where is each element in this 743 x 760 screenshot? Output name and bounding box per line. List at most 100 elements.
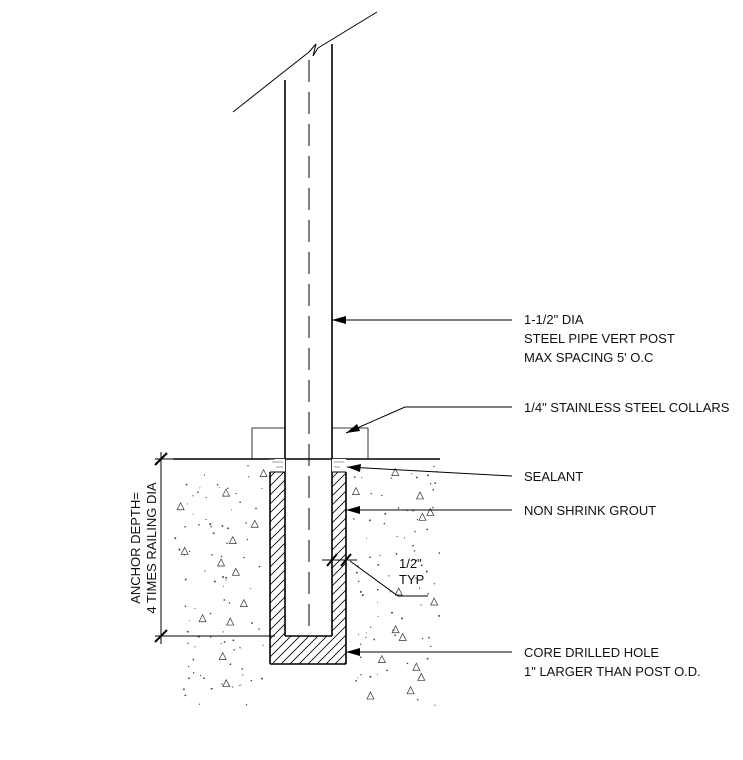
post-label-line3: MAX SPACING 5' O.C <box>524 350 653 365</box>
stipple-dot <box>184 525 186 528</box>
stipple-dot <box>192 672 195 674</box>
stipple-dot <box>178 548 181 551</box>
stipple-dot <box>353 476 356 478</box>
stipple-dot <box>198 703 201 705</box>
stipple-dot <box>361 476 363 478</box>
stipple-dot <box>184 694 187 697</box>
stipple-dot <box>376 588 379 591</box>
filled-arrow-icon <box>347 464 361 472</box>
stipple-dot <box>182 688 185 691</box>
stipple-dot <box>239 647 241 649</box>
stipple-dot <box>394 634 396 637</box>
stipple-dot <box>216 483 219 486</box>
stipple-dot <box>186 630 189 633</box>
aggregate-mark <box>426 507 435 516</box>
stipple-dot <box>357 580 360 583</box>
aggregate-mark <box>391 467 400 476</box>
stipple-dot <box>365 636 367 639</box>
break-line-icon <box>308 43 319 57</box>
aggregate-mark <box>377 654 386 663</box>
stipple-dot <box>242 674 244 676</box>
stipple-dot <box>261 487 263 489</box>
stipple-dot <box>438 614 441 617</box>
stipple-dot <box>231 509 233 511</box>
stipple-dot <box>203 677 205 679</box>
aggregate-mark <box>218 651 227 660</box>
aggregate-mark <box>217 558 226 567</box>
stipple-dot <box>359 590 362 593</box>
stipple-dot <box>381 494 383 497</box>
collars-label: 1/4" STAINLESS STEEL COLLARS <box>524 400 730 415</box>
stipple-dot <box>194 607 196 609</box>
stipple-dot <box>355 571 358 574</box>
aggregate-mark <box>250 519 259 528</box>
stipple-dot <box>377 615 379 617</box>
stainless-collars <box>251 427 369 459</box>
stipple-dot <box>383 522 386 525</box>
aggregate-mark <box>412 662 421 671</box>
stipple-dot <box>433 583 436 585</box>
stipple-dot <box>425 570 428 573</box>
stipple-dot <box>373 638 376 641</box>
stipple-dot <box>412 544 414 547</box>
stipple-dot <box>186 503 188 505</box>
grout-label: NON SHRINK GROUT <box>524 503 656 518</box>
aggregate-mark <box>222 678 231 688</box>
stipple-dot <box>370 626 372 628</box>
aggregate-mark <box>226 617 235 626</box>
stipple-dot <box>369 675 372 678</box>
stipple-dot <box>438 552 441 554</box>
stipple-dot <box>353 518 355 520</box>
grout-fill <box>270 472 346 664</box>
stipple-dot <box>184 578 187 581</box>
stipple-dot <box>400 617 403 620</box>
stipple-dot <box>245 522 247 524</box>
stipple-dot <box>187 665 190 668</box>
stipple-dot <box>246 538 249 541</box>
aggregate-mark <box>430 597 439 606</box>
stipple-dot <box>386 669 388 672</box>
core-drilled-hole <box>269 472 347 665</box>
stipple-dot <box>361 594 364 597</box>
stipple-dot <box>379 554 381 557</box>
stipple-dot <box>376 674 379 676</box>
hole-leader <box>346 648 512 656</box>
post-label-line2: STEEL PIPE VERT POST <box>524 331 675 346</box>
sealant-leader <box>346 464 513 477</box>
stipple-dot <box>418 587 421 589</box>
stipple-dot <box>174 537 177 540</box>
steel-pipe-post <box>284 44 333 637</box>
stipple-dot <box>194 646 196 648</box>
stipple-dot <box>238 684 240 686</box>
stipple-dot <box>226 542 228 544</box>
grout-leader <box>346 506 512 514</box>
stipple-dot <box>258 628 260 630</box>
stipple-dot <box>233 649 235 651</box>
filled-arrow-icon <box>346 424 360 433</box>
stipple-dot <box>377 602 379 604</box>
stipple-dot <box>231 686 234 688</box>
stipple-dot <box>197 491 199 493</box>
sealant-band <box>270 459 346 473</box>
stipple-dot <box>377 563 380 566</box>
stipple-dot <box>428 636 430 639</box>
stipple-dot <box>366 537 368 539</box>
stipple-dot <box>239 501 241 504</box>
stipple-dot <box>225 579 227 581</box>
stipple-dot <box>255 507 257 510</box>
aggregate-mark <box>221 488 231 497</box>
stipple-dot <box>416 518 419 521</box>
stipple-dot <box>421 638 424 640</box>
stipple-dot <box>262 644 264 646</box>
rail-break-line <box>232 11 378 113</box>
stipple-dot <box>221 683 223 685</box>
stipple-dot <box>415 577 417 579</box>
stipple-dot <box>415 559 418 562</box>
stipple-dot <box>213 580 216 583</box>
stipple-dot <box>397 507 400 509</box>
stipple-dot <box>433 465 435 468</box>
stipple-dot <box>250 588 252 590</box>
stipple-dot <box>222 631 224 633</box>
stipple-dot <box>250 679 253 682</box>
